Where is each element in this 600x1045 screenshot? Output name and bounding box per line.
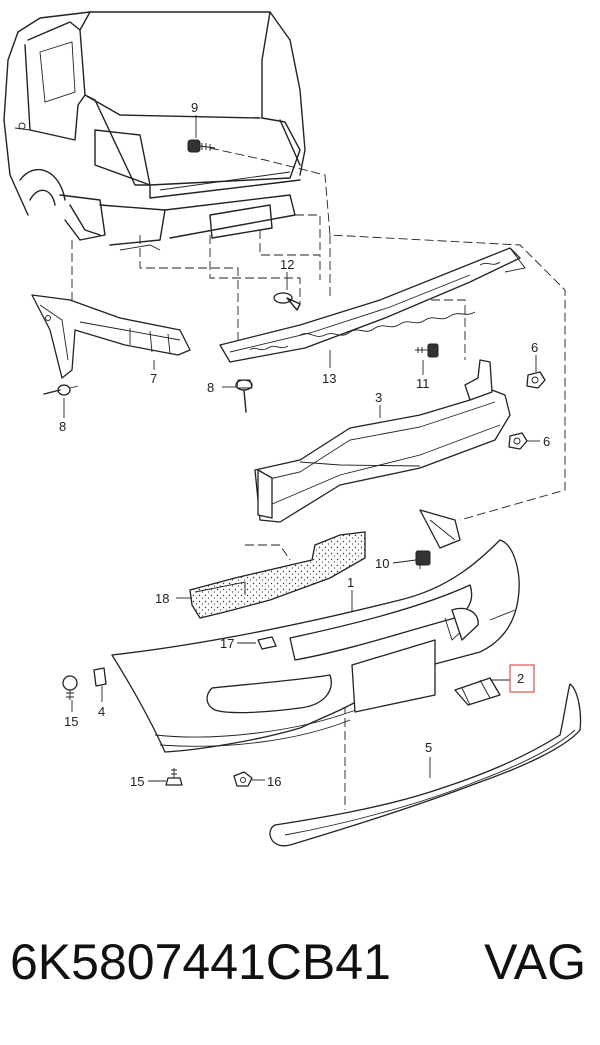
callout-10: 10 xyxy=(375,556,389,571)
nut-6a-icon xyxy=(526,371,546,389)
callout-5: 5 xyxy=(425,740,432,755)
clip-10-icon xyxy=(415,550,431,566)
screw-9-icon xyxy=(187,139,216,153)
callout-16: 16 xyxy=(267,774,281,789)
assembly-lines xyxy=(71,147,566,810)
callout-15-bottom: 15 xyxy=(130,774,144,789)
part-18-foam-block xyxy=(189,531,366,619)
part-3-impact-absorber xyxy=(254,359,511,523)
part-13-carrier-rail xyxy=(219,247,526,363)
rivet-12-icon xyxy=(273,292,301,311)
callout-11: 11 xyxy=(416,376,430,391)
callout-8-left: 8 xyxy=(59,419,66,434)
part-1-bumper-cover xyxy=(111,509,520,753)
part-5-lower-spoiler xyxy=(269,683,582,847)
screw-11-icon xyxy=(415,343,439,358)
callout-17: 17 xyxy=(220,636,234,651)
nut-16-icon xyxy=(233,771,253,787)
callout-6-top: 6 xyxy=(531,340,538,355)
callout-6-bottom: 6 xyxy=(543,434,550,449)
part-number: 6K5807441CB41 xyxy=(10,934,391,990)
callout-13: 13 xyxy=(322,371,336,386)
leader-lines xyxy=(63,115,540,782)
part-2-mount-bracket xyxy=(454,677,501,706)
callout-1: 1 xyxy=(347,575,354,590)
screw-15-top-icon xyxy=(62,675,78,700)
clip-8-left-icon xyxy=(43,384,79,396)
clip-4-icon xyxy=(93,667,107,687)
callout-4: 4 xyxy=(98,704,105,719)
fasteners xyxy=(43,139,546,787)
clip-17-icon xyxy=(257,636,277,650)
screw-15-bottom-icon xyxy=(165,768,183,786)
callout-3: 3 xyxy=(375,390,382,405)
callout-15-top: 15 xyxy=(64,714,78,729)
clip-8-middle-icon xyxy=(235,379,253,413)
callout-18: 18 xyxy=(155,591,169,606)
callout-12: 12 xyxy=(280,257,294,272)
part-7-bracket-left xyxy=(31,294,191,379)
callout-9: 9 xyxy=(191,100,198,115)
callout-8-middle: 8 xyxy=(207,380,214,395)
callout-2: 2 xyxy=(517,671,524,686)
exploded-parts-diagram: 9 12 7 8 13 11 6 3 6 8 10 1 18 17 15 4 2… xyxy=(3,11,582,847)
callouts: 9 12 7 8 13 11 6 3 6 8 10 1 18 17 15 4 2… xyxy=(59,100,550,789)
callout-2-highlight xyxy=(509,664,535,693)
callout-7: 7 xyxy=(150,371,157,386)
brand-label: VAG xyxy=(484,934,586,990)
nut-6b-icon xyxy=(508,432,528,450)
car-body-rear xyxy=(3,11,306,251)
